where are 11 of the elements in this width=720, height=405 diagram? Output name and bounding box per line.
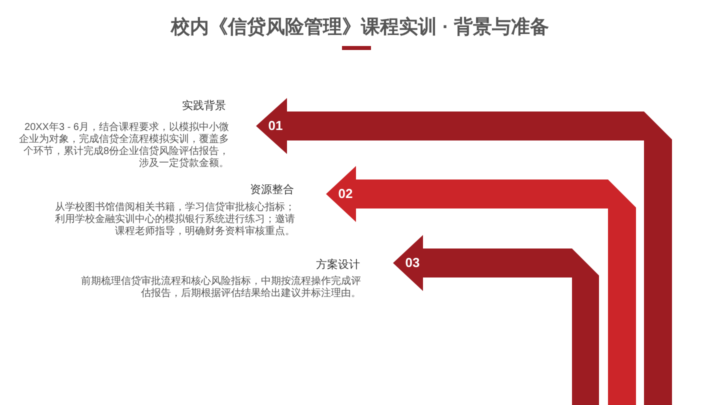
step-number: 02 <box>338 186 353 202</box>
title-text: 校内《信贷风险管理》课程实训 · 背景与准备 <box>171 16 549 40</box>
description-text: 前期梳理信贷审批流程和核心风险指标，中期按流程操作完成评估报告，后期根据评估结果给出建议并标注理由。 <box>80 276 361 300</box>
section-heading: 实践背景 <box>182 99 226 113</box>
bent-arrow-shape <box>393 234 599 405</box>
description-text: 从学校图书馆借阅相关书籍，学习信贷审批核心指标；利用学校金融实训中心的模拟银行系统进行练习；邀请课程老师指导，明确财务资料审核重点。 <box>54 202 295 238</box>
section-heading: 资源整合 <box>250 183 294 197</box>
section-heading: 方案设计 <box>316 258 360 272</box>
description-text: 20XX年3 - 6月，结合课程要求，以模拟中小微企业为对象，完成信贷全流程模拟实训，覆盖多个环节，累计完成8份企业信贷风险评估报告，涉及一定贷款金额。 <box>18 122 229 170</box>
step-number: 03 <box>405 254 420 270</box>
step-number: 01 <box>268 118 283 134</box>
